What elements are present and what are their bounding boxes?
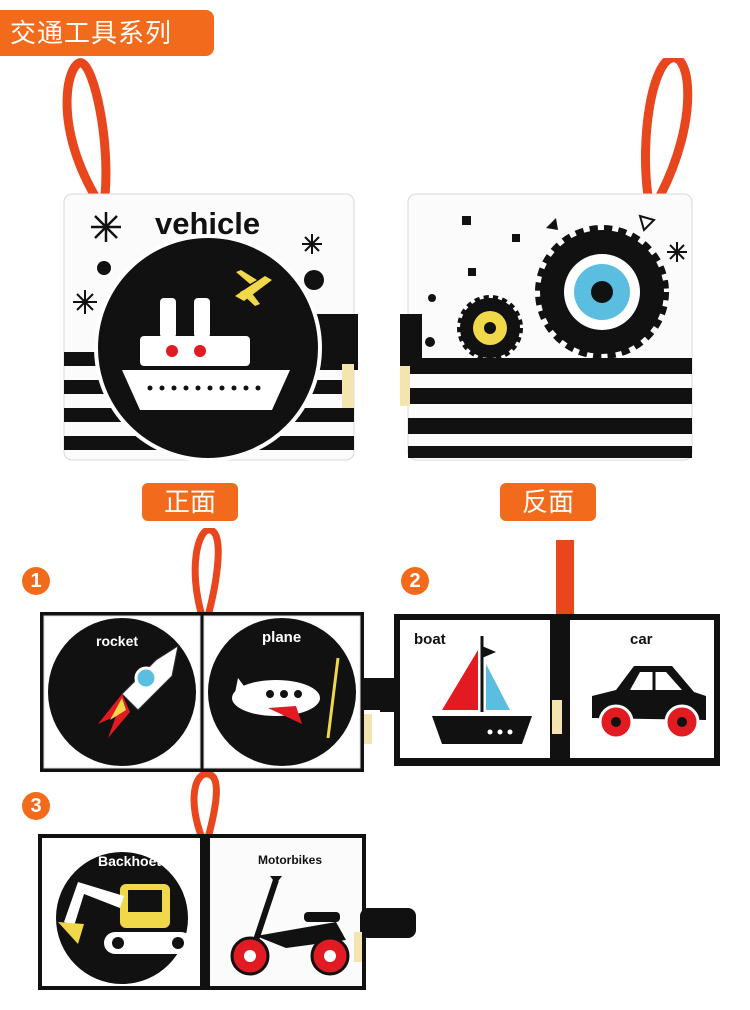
front-ribbon-loop	[62, 58, 111, 199]
spread-1-number-text: 1	[30, 570, 42, 592]
rocket-circle	[48, 618, 196, 766]
spread-2-photo: boat car	[380, 540, 720, 766]
plane-icon	[232, 657, 340, 739]
spread-2-strap	[380, 680, 398, 712]
back-label: 反面	[500, 483, 596, 521]
backhoe-icon	[58, 882, 192, 954]
dot-decor	[428, 294, 436, 302]
plane-label: plane	[262, 629, 301, 646]
spread-3-strap	[360, 908, 416, 938]
snowflake-icon	[73, 290, 97, 314]
front-label-text: 正面	[163, 487, 216, 517]
square-decor	[512, 234, 520, 242]
spread-3-number: 3	[22, 792, 50, 820]
front-cover-photo: vehicle	[62, 58, 358, 462]
back-ribbon-loop	[641, 58, 693, 199]
spread-3-photo: Backhoet Motorbikes	[38, 772, 416, 990]
back-label-text: 反面	[521, 487, 574, 517]
airplane-icon	[235, 270, 272, 306]
spread-1-number: 1	[22, 567, 50, 595]
ship-icon	[122, 298, 290, 410]
snowflake-icon	[91, 212, 121, 242]
square-decor	[468, 268, 476, 276]
brand-tag	[364, 714, 372, 744]
snowflake-icon	[667, 242, 687, 262]
dot-decor	[425, 337, 435, 347]
spread-2-number-text: 2	[409, 570, 421, 592]
brand-tag	[342, 364, 354, 408]
boat-label: boat	[414, 631, 446, 648]
square-decor	[462, 216, 471, 225]
rocket-label: rocket	[96, 633, 138, 649]
triangle-outline-decor	[638, 214, 656, 232]
dot-decor	[97, 261, 111, 275]
spread-2-ribbon	[556, 540, 574, 620]
back-cover-photo	[400, 58, 693, 461]
spread-1-photo: rocket plane	[40, 528, 398, 772]
front-label: 正面	[142, 483, 238, 521]
backhoe-label: Backhoet	[98, 853, 161, 869]
motorbike-label: Motorbikes	[258, 853, 322, 867]
brand-tag	[400, 366, 410, 406]
spread-3-number-text: 3	[30, 795, 42, 817]
car-label: car	[630, 631, 653, 648]
boat-icon	[432, 636, 532, 744]
dot-decor	[304, 270, 324, 290]
car-icon	[592, 666, 706, 740]
series-title-badge: 交通工具系列	[0, 10, 214, 56]
brand-tag	[354, 932, 362, 962]
snowflake-icon	[302, 234, 322, 254]
spread-1-ribbon	[191, 528, 222, 617]
rocket-icon	[98, 644, 179, 738]
spread-3-ribbon	[190, 772, 220, 840]
brand-tag	[552, 700, 562, 734]
large-gear-icon	[535, 225, 669, 359]
series-title: 交通工具系列	[10, 18, 173, 48]
triangle-decor	[546, 218, 558, 230]
small-gear-icon	[457, 295, 523, 361]
motorbike-icon	[230, 876, 350, 976]
back-stripes	[408, 358, 692, 458]
spread-2-number: 2	[401, 567, 429, 595]
cover-title: vehicle	[155, 206, 260, 241]
